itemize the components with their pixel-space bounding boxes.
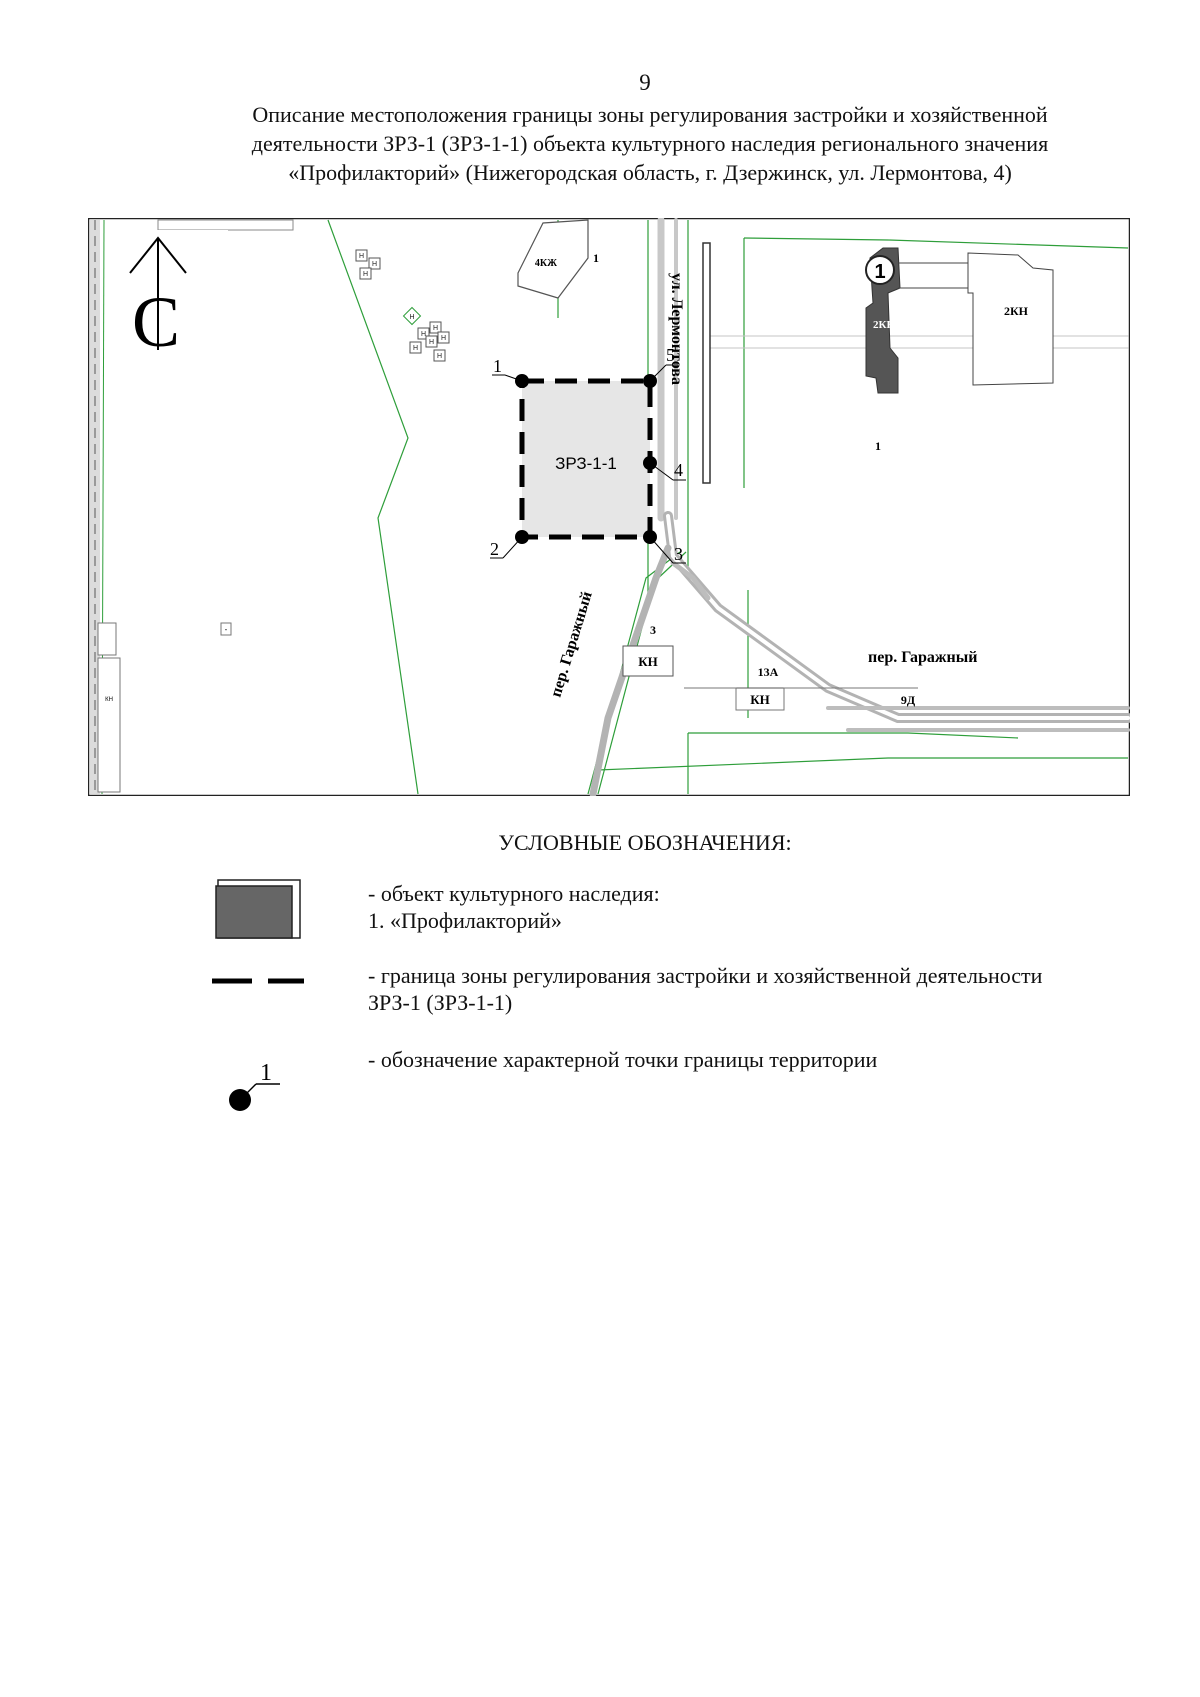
- plot-number-1-right: 1: [875, 439, 881, 453]
- building-outline-13a: [684, 687, 918, 711]
- label-2kn: 2КН: [1004, 304, 1029, 318]
- building-kn-left: КН: [97, 622, 121, 793]
- plot-number-9d: 9Д: [901, 693, 916, 707]
- boundary-point-1: 1: [492, 356, 529, 388]
- label-h-8: Н: [441, 335, 446, 342]
- point-number-5: 5: [666, 345, 675, 365]
- label-h-4: Н: [409, 314, 414, 321]
- title-line-3: «Профилакторий» (Нижегородская область, …: [288, 160, 1012, 185]
- building-kn-3: [622, 645, 674, 677]
- label-h-5: Н: [421, 331, 426, 338]
- point-number-3: 3: [674, 544, 683, 564]
- title-line-1: Описание местоположения границы зоны рег…: [252, 102, 1048, 127]
- legend-item-2-line-1: - граница зоны регулирования застройки и…: [368, 963, 1043, 988]
- street-lermontova: ул. Лермонтова: [668, 273, 685, 385]
- label-h-7: Н: [429, 339, 434, 346]
- point-number-4: 4: [674, 460, 683, 480]
- label-kn-3: КН: [638, 654, 658, 669]
- label-h-1: Н: [359, 253, 364, 260]
- legend-boundary-symbol: [212, 978, 304, 984]
- legend-title: УСЛОВНЫЕ ОБОЗНАЧЕНИЯ:: [498, 830, 792, 855]
- title-line-2: деятельности ЗРЗ-1 (ЗРЗ-1-1) объекта кул…: [251, 131, 1049, 156]
- label-h-6: Н: [433, 325, 438, 332]
- legend-heritage-symbol: [215, 879, 301, 939]
- legend-item-heritage: - объект культурного наследия: 1. «Профи…: [368, 880, 660, 934]
- small-buildings-cluster: [355, 249, 450, 362]
- page-number: 9: [639, 70, 651, 95]
- boundary-point-2: 2: [490, 530, 529, 559]
- label-h-2: Н: [372, 261, 377, 268]
- building-narrow-lermontova: [702, 242, 711, 484]
- plot-number-3: 3: [650, 623, 656, 637]
- plot-number-1-top: 1: [593, 251, 599, 265]
- point-number-1: 1: [493, 356, 502, 376]
- street-garazhny-right: пер. Гаражный: [868, 649, 977, 666]
- location-map: 4КЖ 1 Н Н Н Н Н Н Н Н Н Н 1 2КН 2КН 1 ул…: [88, 218, 1130, 796]
- label-2kn-heritage: 2КН: [873, 319, 895, 331]
- road-network: [589, 218, 1130, 796]
- boundary-points: 1 2 3 4 5: [490, 345, 686, 564]
- label-small-dash: -: [225, 625, 228, 634]
- north-arrow: С: [118, 230, 228, 362]
- boundary-point-4: 4: [643, 456, 686, 481]
- legend-item-3-line-1: - обозначение характерной точки границы …: [368, 1047, 878, 1072]
- label-h-3: Н: [363, 271, 368, 278]
- legend-point-symbol: 1: [229, 1060, 280, 1111]
- plot-number-13a: 13А: [758, 665, 779, 679]
- north-symbol: С: [132, 282, 180, 362]
- label-h-9: Н: [413, 345, 418, 352]
- heritage-object-profilaktoriy: 1 2КН: [865, 247, 1054, 394]
- legend-item-1-line-2: 1. «Профилакторий»: [368, 908, 562, 933]
- legend-item-1-line-1: - объект культурного наследия:: [368, 881, 660, 906]
- label-kn-left: КН: [105, 697, 113, 703]
- small-building-dash: [220, 622, 232, 636]
- boundary-point-5: 5: [643, 345, 678, 388]
- legend-point-number: 1: [260, 1060, 272, 1086]
- legend-item-2-line-2: ЗРЗ-1 (ЗРЗ-1-1): [368, 990, 513, 1015]
- legend-item-boundary: - граница зоны регулирования застройки и…: [368, 962, 1042, 1016]
- label-kn-13a: КН: [750, 692, 770, 707]
- top-building-strip: [157, 219, 294, 231]
- boundary-point-3: 3: [643, 530, 686, 564]
- document-title: Описание местоположения границы зоны рег…: [190, 100, 1110, 187]
- heritage-number: 1: [874, 261, 885, 283]
- legend-item-point: - обозначение характерной точки границы …: [368, 1046, 877, 1073]
- building-4kzh: 4КЖ: [517, 219, 589, 299]
- point-number-2: 2: [490, 539, 499, 559]
- label-h-10: Н: [437, 353, 442, 360]
- zone-label: ЗРЗ-1-1: [555, 454, 617, 473]
- zone-zrz-1-1: ЗРЗ-1-1: [519, 378, 653, 540]
- label-4kzh: 4КЖ: [535, 258, 557, 269]
